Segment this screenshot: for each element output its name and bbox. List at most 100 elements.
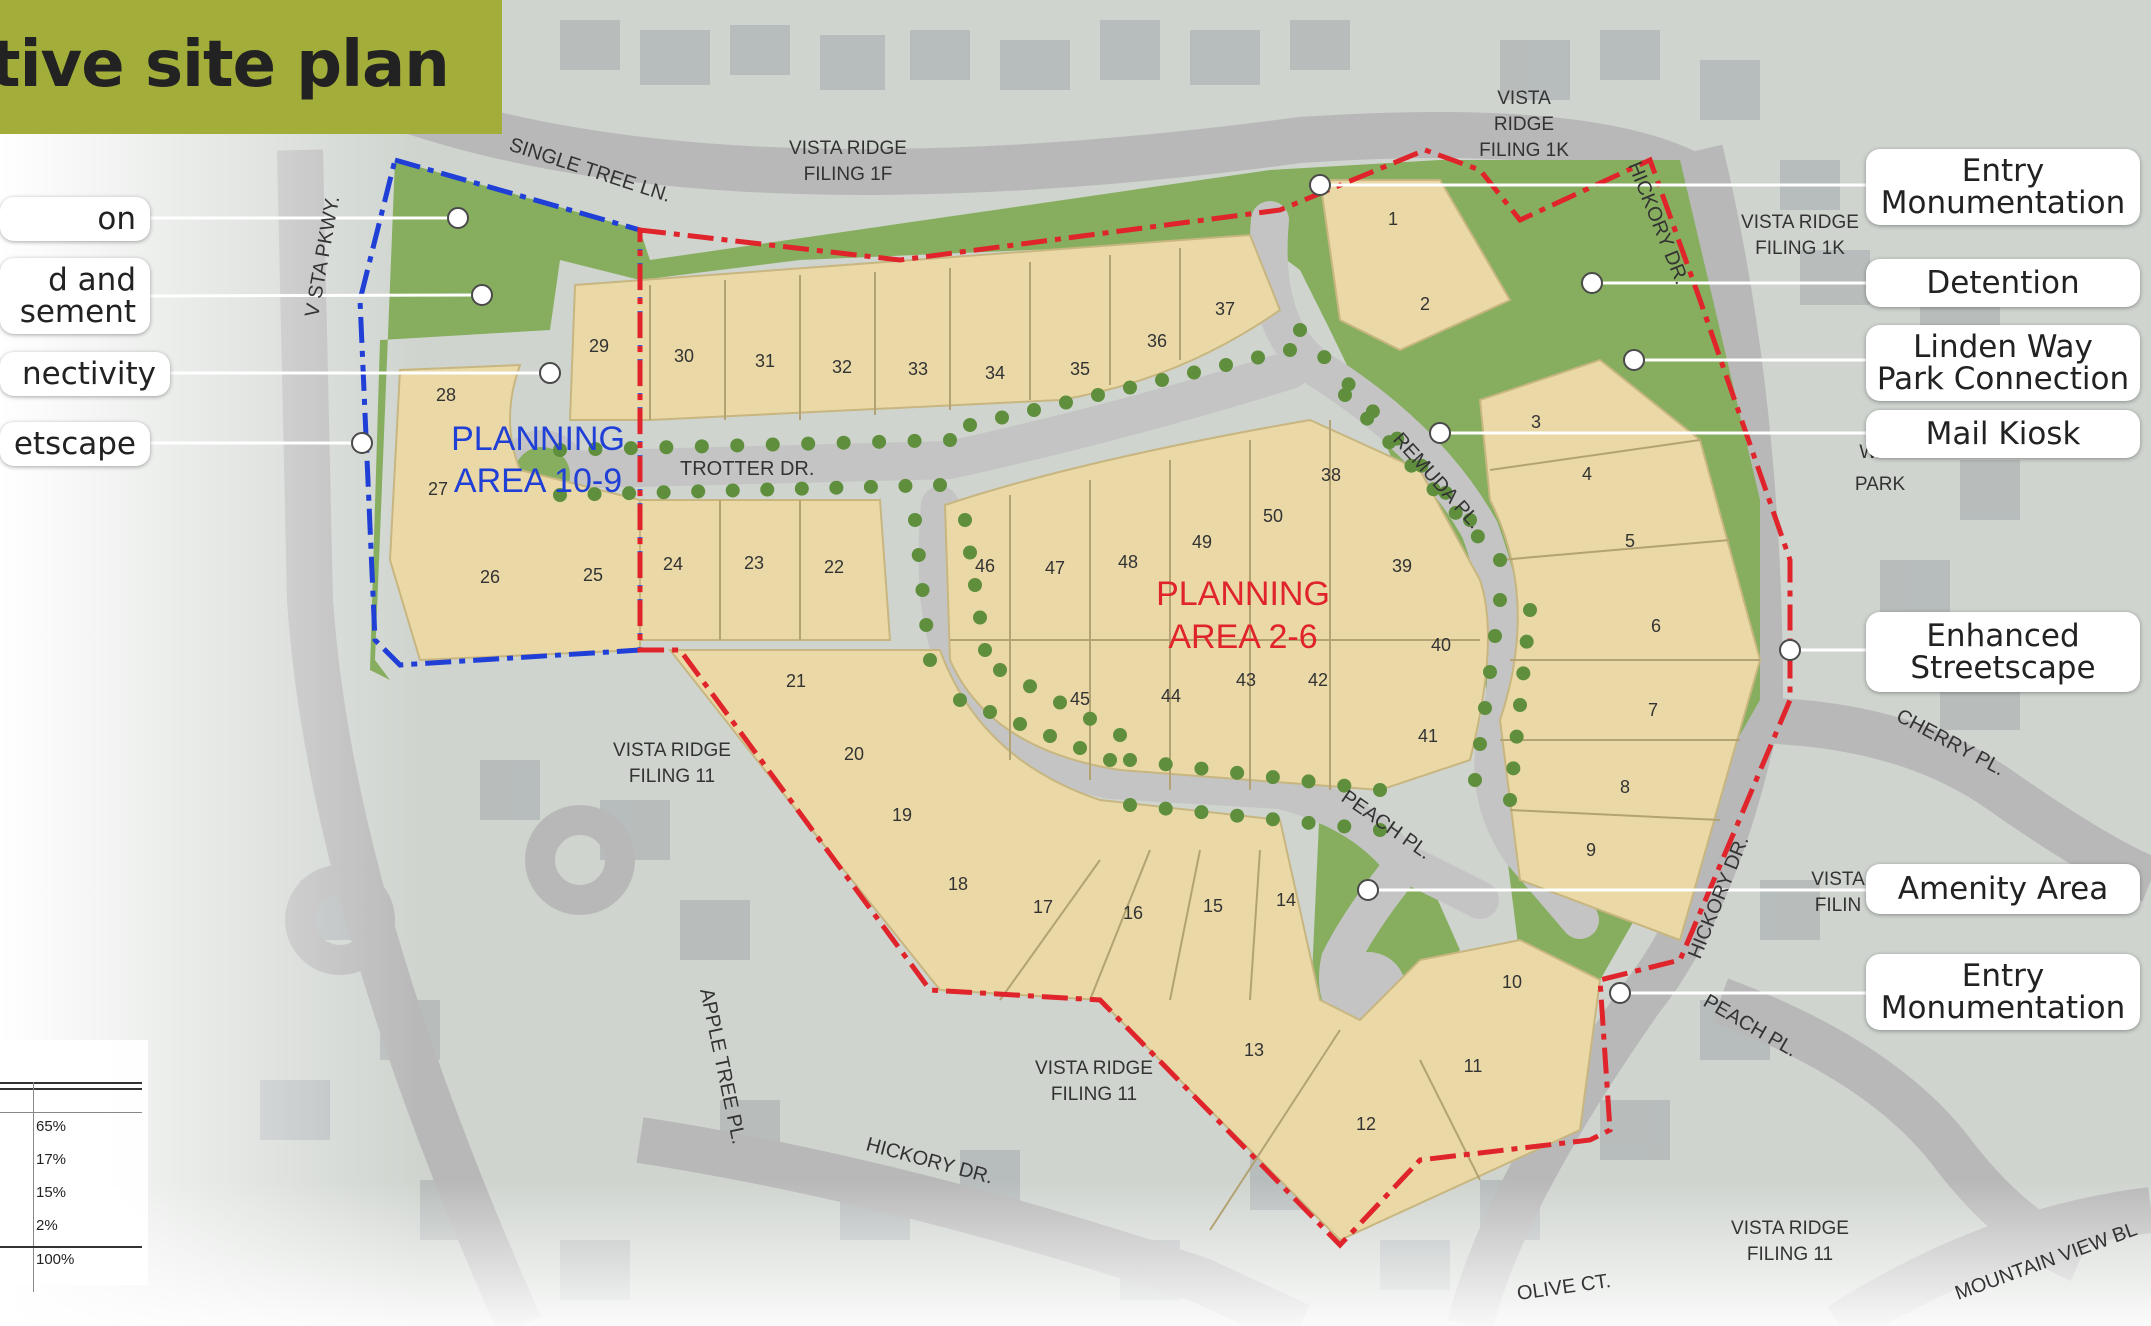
street-trees [553,323,1537,837]
street-tree [1123,798,1137,812]
lot-number: 23 [744,553,764,573]
planning-area-2-6-boundary [637,147,1793,1249]
street-tree [765,437,780,452]
subdivision-1k-a-line1: VISTA [1497,88,1551,109]
street-tree [1155,373,1169,387]
lot-number: 13 [1244,1040,1264,1060]
street-tree [1488,629,1502,643]
street-tree [1043,729,1057,743]
lot-number: 17 [1033,897,1053,917]
lot-number: 26 [480,567,500,587]
lot-number: 34 [985,363,1005,383]
street-tree [1503,793,1517,807]
street-tree [1073,741,1087,755]
street-tree [963,545,977,560]
lot-number: 9 [1586,840,1596,860]
callout-mail-kiosk: Mail Kiosk [1866,410,2140,458]
lot-number: 40 [1431,635,1451,655]
planning-area-10-9-line1: PLANNING [451,420,625,458]
land-use-row-2-percent: 17% [36,1151,67,1168]
street-tree [1230,808,1245,823]
lot-number: 6 [1651,616,1661,636]
subdivision-1k-b-line2: FILING 1K [1755,238,1845,259]
lot-number: 28 [436,385,456,405]
street-tree [1337,778,1352,793]
lot-number: 7 [1648,700,1658,720]
lot-number: 21 [786,671,806,691]
street-tree [911,548,926,562]
lot-number: 5 [1625,531,1635,551]
lot-number: 8 [1620,777,1630,797]
callout-linden-way: Linden Way Park Connection [1866,325,2140,401]
street-tree [915,583,930,597]
lot-number: 42 [1308,670,1328,690]
lot-number: 36 [1147,331,1167,351]
street-tree [1493,553,1507,567]
lot-number: 33 [908,359,928,379]
lot-number: 35 [1070,359,1090,379]
subdivision-1k-a-line3: FILING 1K [1479,140,1569,161]
lot-number: 48 [1118,552,1138,572]
street-tree [1265,770,1280,785]
street-tree [1470,529,1485,544]
street-tree [1341,377,1356,392]
street-tree [919,618,934,632]
lot-number: 24 [663,554,683,574]
street-tree [1023,679,1037,694]
subdivision-11-a-line1: VISTA RIDGE [613,740,731,761]
lot-number: 39 [1392,556,1412,576]
street-tree [1194,805,1209,820]
lot-number: 16 [1123,903,1143,923]
street-tree [1113,728,1127,742]
lot-number: 46 [975,556,995,576]
subdivision-1f-line1: VISTA RIDGE [789,138,907,159]
lot-number: 12 [1356,1114,1376,1134]
street-tree [1293,323,1307,337]
callout-entry-monumentation-south: Entry Monumentation [1866,954,2140,1030]
lot-number: 11 [1464,1056,1483,1076]
callout-left-1-text: on [97,201,136,237]
residential-lots [388,179,1762,1242]
lot-number: 50 [1263,506,1283,526]
subdivision-partial-line2: FILIN [1815,895,1861,916]
park-label-line2: PARK [1855,474,1906,495]
street-tree [623,441,638,456]
street-tree [587,487,602,502]
street-tree [1426,482,1441,497]
street-tree [1448,505,1463,520]
street-tree [1468,773,1482,787]
street-tree [1059,395,1073,410]
street-tree [943,433,957,447]
lot-number: 32 [832,357,852,377]
street-tree [1123,753,1137,767]
street-tree [1506,761,1521,776]
street-tree [829,480,844,495]
street-tree [973,610,987,625]
street-tree [588,442,603,457]
lot-number: 49 [1192,532,1212,552]
street-tree [898,478,913,493]
lot-number: 45 [1070,689,1090,709]
lot-number: 38 [1321,465,1341,485]
street-tree [659,440,674,455]
street-tree [1091,388,1105,402]
street-tree [801,436,816,451]
land-use-row-1-percent: 65% [36,1118,67,1135]
street-tree [622,486,637,501]
callout-markers [351,174,1801,1004]
street-tree [725,483,740,498]
lot-number: 18 [948,874,968,894]
lot-numbers: 1234567891011121314151617181920212223242… [428,209,1661,1134]
street-tree [1493,593,1507,607]
planning-area-10-9-line2: AREA 10-9 [454,462,622,500]
callout-left-1: on [0,197,150,241]
street-tree [1519,634,1534,649]
street-tree [1509,729,1524,744]
street-tree [1414,458,1429,473]
planning-area-2-6-line2: AREA 2-6 [1168,618,1317,656]
street-tree [694,439,709,454]
land-use-row-3-percent: 15% [36,1184,67,1201]
street-tree [1337,819,1352,834]
street-tree [836,435,851,450]
street-tree [1483,665,1497,679]
